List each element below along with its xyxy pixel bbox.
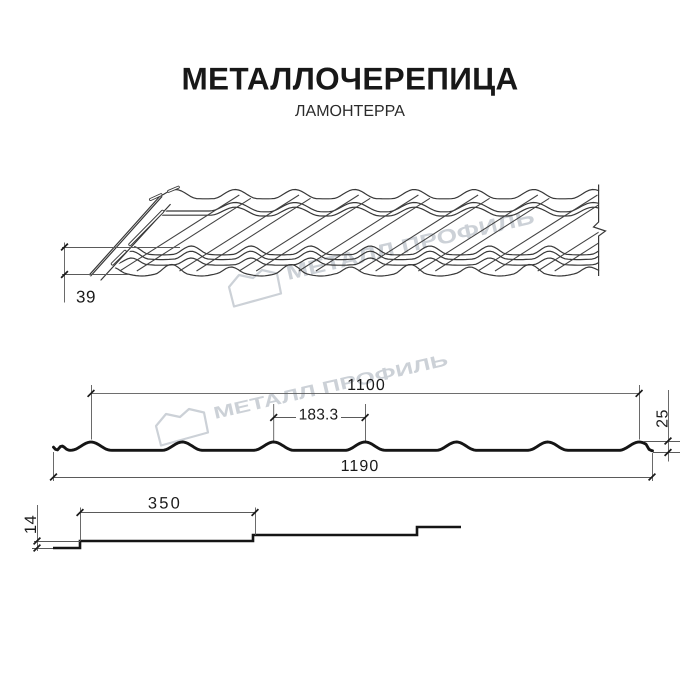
svg-text:350: 350 — [148, 495, 182, 513]
svg-text:1100: 1100 — [347, 377, 386, 394]
svg-text:183.3: 183.3 — [299, 407, 339, 424]
svg-text:МЕТАЛЛОЧЕРЕПИЦА: МЕТАЛЛОЧЕРЕПИЦА — [181, 61, 518, 97]
svg-text:14: 14 — [22, 515, 40, 534]
svg-text:39: 39 — [76, 288, 96, 307]
svg-text:25: 25 — [655, 409, 672, 428]
svg-text:ЛАМОНТЕРРА: ЛАМОНТЕРРА — [295, 103, 405, 120]
svg-text:1190: 1190 — [341, 458, 380, 475]
